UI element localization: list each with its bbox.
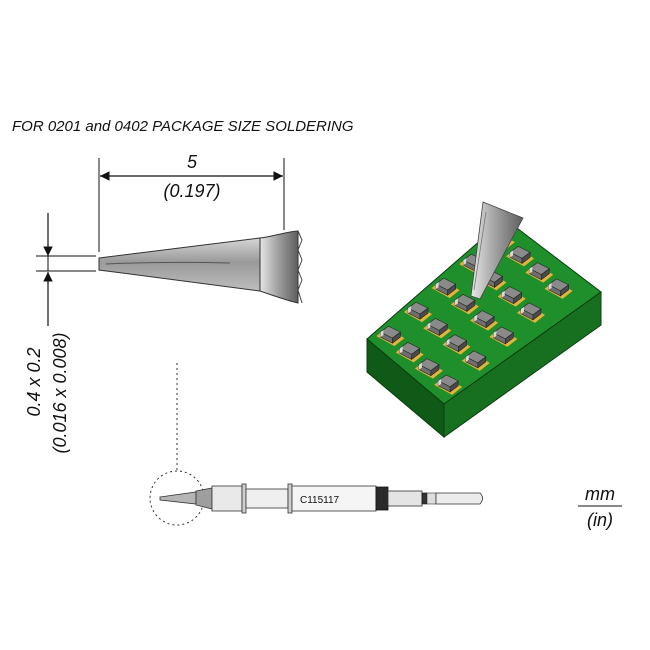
chip-component [414, 358, 443, 379]
chip-component [497, 286, 526, 307]
tip-width-in: (0.016 x 0.008) [50, 332, 70, 453]
chip-component [450, 294, 479, 315]
length-mm: 5 [187, 152, 198, 172]
chip-component [376, 325, 405, 347]
solder-tip-3d [470, 201, 524, 300]
tip-width-mm: 0.4 x 0.2 [24, 347, 44, 416]
unit-in: (in) [587, 510, 613, 530]
chip-component [489, 326, 518, 347]
pcb-illustration [366, 201, 602, 439]
chip-component [544, 278, 573, 299]
chip-component [395, 342, 424, 363]
chip-component [516, 302, 545, 323]
chip-component [506, 246, 535, 267]
unit-mm: mm [585, 484, 615, 504]
part-number-label: C115117 [300, 495, 340, 506]
tip-width-dimension: 0.4 x 0.2 (0.016 x 0.008) [24, 213, 96, 454]
chip-component [470, 310, 499, 331]
chip-component [525, 262, 554, 283]
pcb-side [443, 291, 602, 438]
chip-grid [376, 229, 573, 395]
chip-component [442, 334, 471, 355]
chip-component [423, 318, 452, 339]
length-dimension: 5 (0.197) [98, 152, 285, 252]
chip-component [434, 374, 463, 395]
chip-component [461, 350, 490, 371]
heading: FOR 0201 and 0402 PACKAGE SIZE SOLDERING [12, 118, 354, 135]
cartridge-full-view: C115117 [149, 363, 483, 526]
tip-detail [98, 230, 303, 304]
length-in: (0.197) [163, 181, 220, 201]
chip-component [431, 277, 460, 299]
chip-component [404, 301, 433, 323]
